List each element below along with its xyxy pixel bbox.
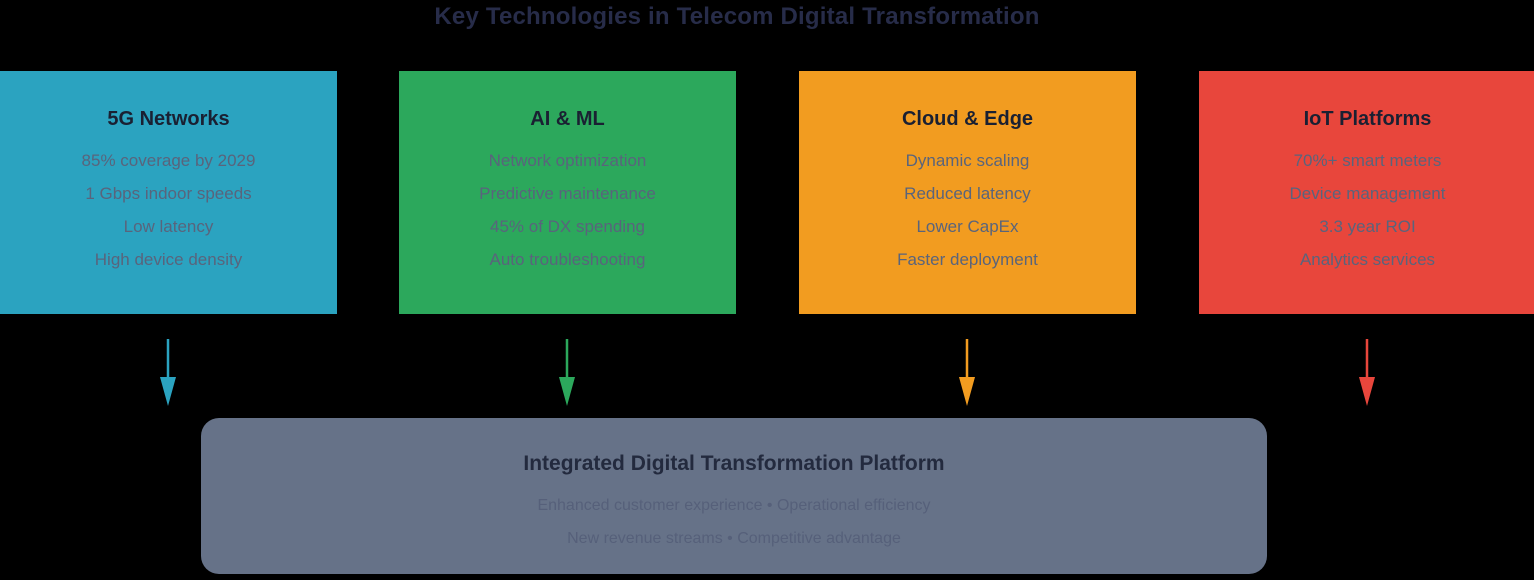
- platform-box: Integrated Digital Transformation Platfo…: [201, 418, 1267, 574]
- card-item-list: Network optimization Predictive maintena…: [399, 144, 736, 276]
- card-item: Low latency: [123, 217, 214, 236]
- platform-item: New revenue streams • Competitive advant…: [567, 530, 901, 547]
- card-5g-networks: 5G Networks 85% coverage by 2029 1 Gbps …: [0, 71, 337, 314]
- card-item: Faster deployment: [897, 250, 1038, 269]
- arrow-down-icon: [557, 339, 577, 407]
- card-item: Dynamic scaling: [905, 151, 1030, 170]
- card-item: Reduced latency: [904, 184, 1031, 203]
- card-ai-ml: AI & ML Network optimization Predictive …: [399, 71, 736, 314]
- diagram-title: Key Technologies in Telecom Digital Tran…: [434, 3, 1040, 30]
- card-title: IoT Platforms: [1303, 108, 1432, 130]
- card-item: Lower CapEx: [916, 217, 1019, 236]
- arrow-down-icon: [1357, 339, 1377, 407]
- platform-item-list: Enhanced customer experience • Operation…: [201, 489, 1267, 555]
- card-item: Analytics services: [1299, 250, 1436, 269]
- arrow-down-icon: [158, 339, 178, 407]
- card-item: 45% of DX spending: [490, 217, 645, 236]
- card-item: Network optimization: [488, 151, 647, 170]
- card-item: Device management: [1289, 184, 1446, 203]
- card-title: 5G Networks: [107, 108, 230, 130]
- card-item-list: Dynamic scaling Reduced latency Lower Ca…: [799, 144, 1136, 276]
- card-item: 85% coverage by 2029: [81, 151, 256, 170]
- platform-title: Integrated Digital Transformation Platfo…: [523, 452, 945, 475]
- card-item: Auto troubleshooting: [489, 250, 646, 269]
- card-item: 1 Gbps indoor speeds: [85, 184, 252, 203]
- card-cloud-edge: Cloud & Edge Dynamic scaling Reduced lat…: [799, 71, 1136, 314]
- card-item: Predictive maintenance: [479, 184, 656, 203]
- card-title: Cloud & Edge: [901, 108, 1034, 130]
- platform-item: Enhanced customer experience • Operation…: [537, 497, 931, 514]
- card-item: 70%+ smart meters: [1293, 151, 1442, 170]
- card-item-list: 70%+ smart meters Device management 3.3 …: [1199, 144, 1534, 276]
- card-item: High device density: [94, 250, 243, 269]
- arrow-down-icon: [957, 339, 977, 407]
- card-item: 3.3 year ROI: [1319, 217, 1416, 236]
- card-title: AI & ML: [530, 108, 605, 130]
- card-iot-platforms: IoT Platforms 70%+ smart meters Device m…: [1199, 71, 1534, 314]
- card-item-list: 85% coverage by 2029 1 Gbps indoor speed…: [0, 144, 337, 276]
